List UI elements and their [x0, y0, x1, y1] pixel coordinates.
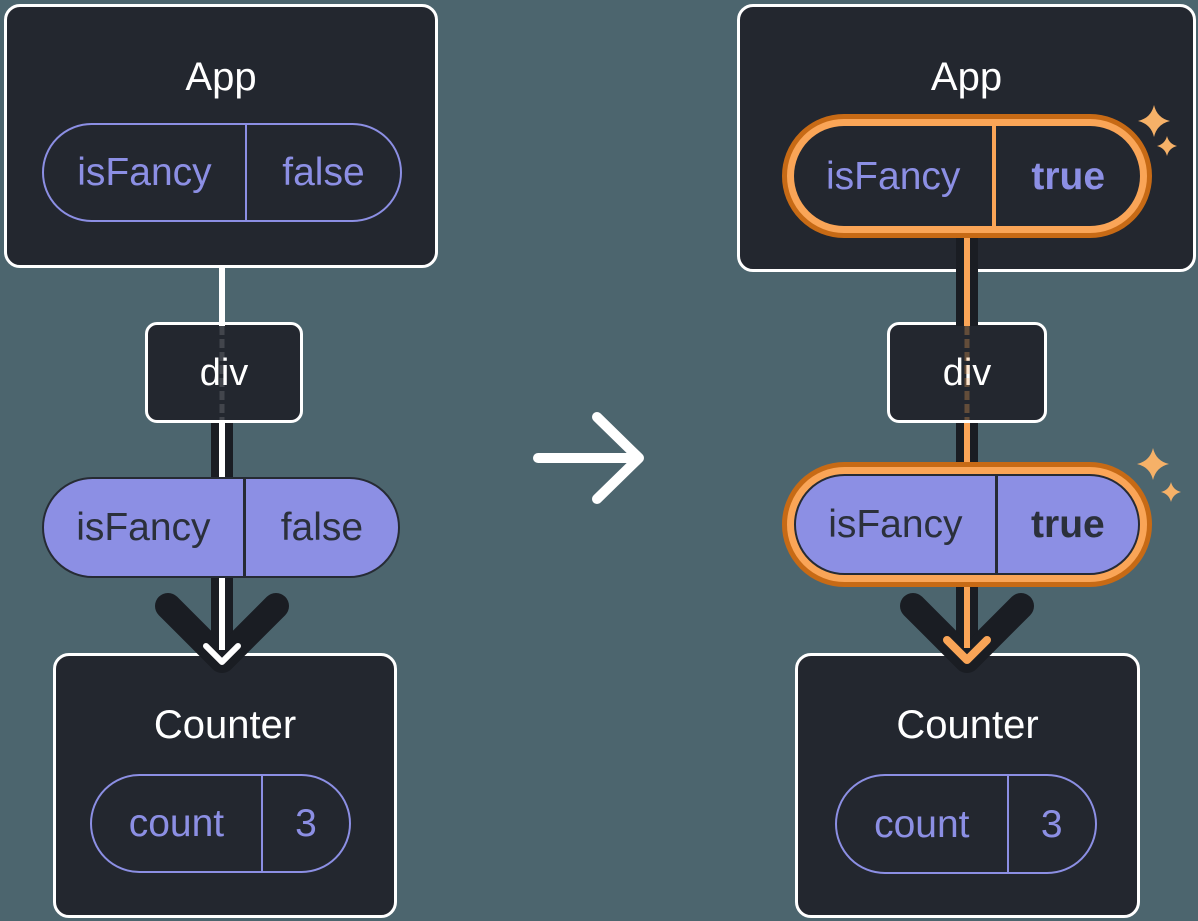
right-app-state-pill-highlight: isFancy true	[782, 114, 1152, 238]
state-key: count	[837, 776, 1009, 872]
sparkle-icon	[1161, 482, 1181, 502]
state-value: 3	[295, 802, 317, 845]
prop-key: isFancy	[796, 476, 998, 573]
right-prop-pill: isFancy true	[794, 474, 1140, 575]
left-div-card: div	[145, 322, 303, 423]
right-app-title: App	[930, 55, 1003, 99]
right-div-card: div	[887, 322, 1047, 423]
sparkle-icon	[1137, 448, 1169, 480]
right-counter-state-pill: count 3	[835, 774, 1097, 874]
left-counter-state-pill: count 3	[90, 774, 351, 873]
left-prop-arrowhead	[155, 593, 289, 673]
left-app-title: App	[185, 55, 257, 99]
state-value: 3	[1040, 802, 1063, 846]
left-prop-pill: isFancy false	[42, 477, 400, 578]
right-app-state-pill: isFancy true	[794, 126, 1140, 226]
state-value: false	[282, 151, 365, 194]
state-key: isFancy	[794, 126, 997, 226]
right-prop-pill-highlight: isFancy true	[782, 462, 1152, 587]
left-app-state-pill: isFancy false	[42, 123, 402, 222]
state-key: count	[92, 776, 263, 871]
state-value: true	[1031, 154, 1106, 198]
right-counter-title: Counter	[896, 703, 1039, 747]
prop-value: false	[280, 506, 364, 549]
state-key: isFancy	[44, 125, 247, 220]
prop-key: isFancy	[44, 479, 246, 576]
right-prop-arrowhead	[900, 593, 1034, 673]
left-counter-title: Counter	[153, 703, 297, 747]
right-div-label: div	[942, 351, 992, 394]
left-div-label: div	[199, 351, 249, 394]
prop-value: true	[1031, 503, 1105, 546]
transition-arrow-icon	[592, 412, 644, 504]
